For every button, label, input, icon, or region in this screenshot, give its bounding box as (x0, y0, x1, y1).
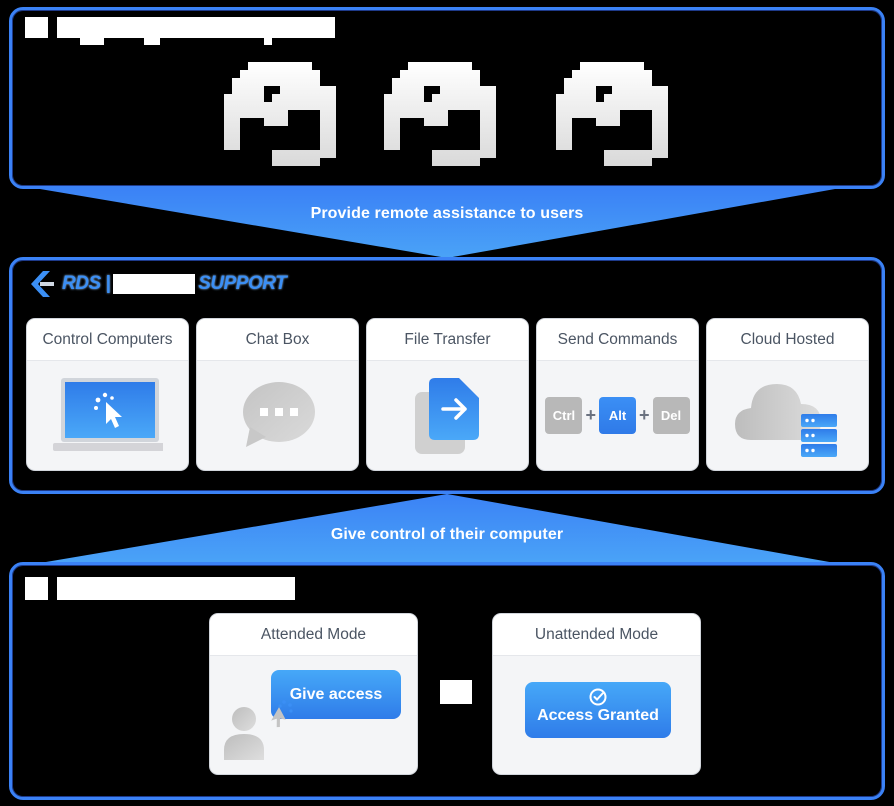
access-granted-button[interactable]: Access Granted (525, 682, 671, 738)
chat-bubble-icon (242, 381, 315, 447)
logo-prefix: RDS | (62, 273, 111, 294)
user-icon (224, 707, 264, 760)
give-access-button[interactable]: Give access (271, 670, 401, 719)
mode-card-attended: Attended Mode Give access (210, 614, 417, 774)
user-avatar-icon (556, 62, 668, 166)
feature-title: Control Computers (27, 319, 188, 361)
feature-title: Send Commands (537, 319, 698, 361)
access-panel-title-redacted (57, 577, 295, 600)
mode-card-unattended: Unattended Mode Access Granted (493, 614, 700, 774)
feature-card-cloud-hosted: Cloud Hosted (707, 319, 868, 470)
feature-title: Chat Box (197, 319, 358, 361)
plus-sign: + (585, 405, 596, 425)
feature-card-send-commands: Send Commands Ctrl + Alt + Del (537, 319, 698, 470)
cloud-server-icon (734, 383, 837, 457)
key-del: Del (652, 397, 690, 434)
chevron-logo-icon (31, 271, 54, 297)
mode-title: Attended Mode (210, 614, 417, 656)
title-descender (144, 38, 160, 45)
plus-sign: + (639, 405, 650, 425)
title-descender (80, 38, 104, 45)
feature-card-file-transfer: File Transfer (367, 319, 528, 470)
feature-title: Cloud Hosted (707, 319, 868, 361)
users-panel-title-redacted (57, 17, 335, 38)
title-descender (264, 38, 272, 45)
logo-redacted (113, 274, 196, 294)
feature-title: File Transfer (367, 319, 528, 361)
user-avatar-icon (384, 62, 496, 166)
logo-suffix: SUPPORT (198, 273, 287, 294)
flow-arrow-down: Provide remote assistance to users (0, 186, 894, 261)
keyboard-shortcut-icon: Ctrl + Alt + Del (537, 361, 698, 470)
user-avatar-icon (224, 62, 336, 166)
separator-redacted (440, 680, 472, 704)
cursor-click-icon (271, 700, 293, 728)
feature-card-control-computers: Control Computers (27, 319, 188, 470)
check-circle-icon (589, 688, 607, 706)
file-transfer-icon (414, 377, 479, 454)
key-ctrl: Ctrl (545, 397, 583, 434)
key-alt: Alt (599, 397, 636, 434)
access-granted-label: Access Granted (537, 707, 659, 724)
laptop-cursor-icon (52, 377, 163, 451)
access-panel-icon-redacted (25, 577, 48, 600)
flow-arrow-up: Give control of their computer (0, 491, 894, 566)
mode-title: Unattended Mode (493, 614, 700, 656)
product-logo: RDS | SUPPORT (26, 268, 287, 300)
flow-label: Give control of their computer (330, 526, 564, 543)
feature-card-chat-box: Chat Box (197, 319, 358, 470)
users-panel-icon-redacted (25, 17, 48, 38)
flow-label: Provide remote assistance to users (310, 205, 584, 222)
